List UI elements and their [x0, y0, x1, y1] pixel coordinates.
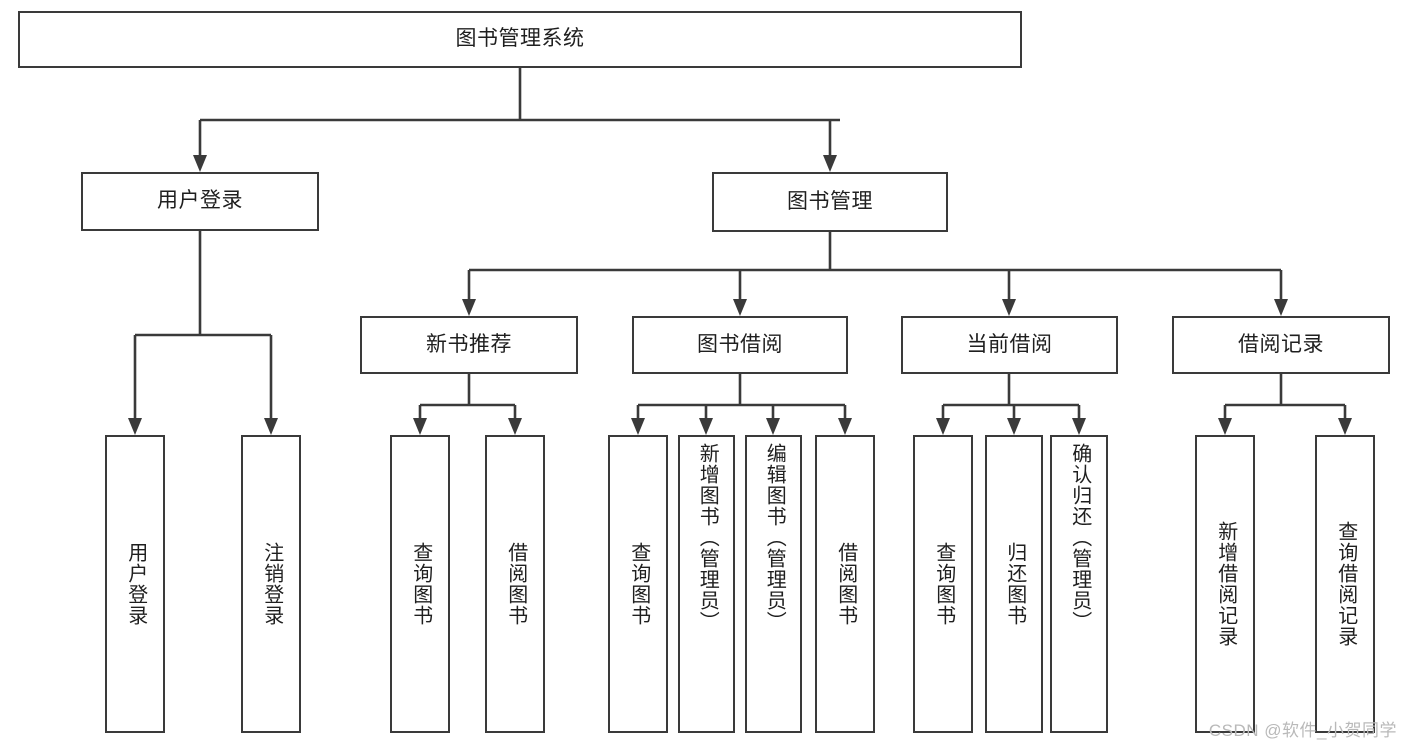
arrowhead: [128, 418, 142, 435]
node-book-manage-label: 图书管理: [787, 189, 873, 213]
node-user-login[interactable]: 用户登录: [81, 172, 319, 231]
arrowhead: [1072, 418, 1086, 435]
node-leaf-add-book-label: 新增图书（管理员）: [696, 443, 719, 632]
node-leaf-query-book-1-label: 查询图书: [409, 542, 432, 626]
node-leaf-confirm-return-label: 确认归还（管理员）: [1068, 443, 1091, 632]
node-new-book-recommend[interactable]: 新书推荐: [360, 316, 578, 374]
node-leaf-logout[interactable]: 注销登录: [241, 435, 301, 733]
node-leaf-return-book-label: 归还图书: [1003, 542, 1026, 626]
arrowhead: [193, 155, 207, 172]
node-leaf-query-book-3-label: 查询图书: [932, 542, 955, 626]
arrowhead: [462, 299, 476, 316]
node-user-login-label: 用户登录: [157, 189, 243, 213]
node-book-borrow-label: 图书借阅: [697, 332, 783, 356]
node-book-manage[interactable]: 图书管理: [712, 172, 948, 232]
node-leaf-borrow-book-1[interactable]: 借阅图书: [485, 435, 545, 733]
node-leaf-query-record-label: 查询借阅记录: [1334, 521, 1357, 647]
arrowhead: [1007, 418, 1021, 435]
node-current-borrow[interactable]: 当前借阅: [901, 316, 1118, 374]
node-leaf-borrow-book-1-label: 借阅图书: [504, 542, 527, 626]
node-new-book-recommend-label: 新书推荐: [426, 332, 512, 356]
node-leaf-user-login[interactable]: 用户登录: [105, 435, 165, 733]
node-leaf-query-book-1[interactable]: 查询图书: [390, 435, 450, 733]
arrowhead: [838, 418, 852, 435]
arrowhead: [1274, 299, 1288, 316]
arrowhead: [823, 155, 837, 172]
node-leaf-add-record[interactable]: 新增借阅记录: [1195, 435, 1255, 733]
csdn-watermark: CSDN @软件_小贺同学: [1208, 721, 1397, 740]
arrowhead: [733, 299, 747, 316]
node-borrow-record-label: 借阅记录: [1238, 332, 1324, 356]
node-leaf-return-book[interactable]: 归还图书: [985, 435, 1043, 733]
node-leaf-add-book[interactable]: 新增图书（管理员）: [678, 435, 735, 733]
node-leaf-query-book-3[interactable]: 查询图书: [913, 435, 973, 733]
node-book-borrow[interactable]: 图书借阅: [632, 316, 848, 374]
node-leaf-borrow-book-2-label: 借阅图书: [834, 542, 857, 626]
node-leaf-borrow-book-2[interactable]: 借阅图书: [815, 435, 875, 733]
arrowhead: [631, 418, 645, 435]
arrowhead: [264, 418, 278, 435]
arrowhead: [1002, 299, 1016, 316]
arrowhead: [699, 418, 713, 435]
node-leaf-edit-book[interactable]: 编辑图书（管理员）: [745, 435, 802, 733]
arrowhead: [766, 418, 780, 435]
node-borrow-record[interactable]: 借阅记录: [1172, 316, 1390, 374]
arrowhead: [1218, 418, 1232, 435]
node-leaf-query-book-2-label: 查询图书: [627, 542, 650, 626]
node-leaf-add-record-label: 新增借阅记录: [1214, 521, 1237, 647]
node-root-label: 图书管理系统: [455, 27, 585, 51]
node-leaf-confirm-return[interactable]: 确认归还（管理员）: [1050, 435, 1108, 733]
arrowhead: [936, 418, 950, 435]
node-leaf-user-login-label: 用户登录: [124, 542, 147, 626]
arrowhead: [413, 418, 427, 435]
node-leaf-edit-book-label: 编辑图书（管理员）: [763, 443, 786, 632]
node-root[interactable]: 图书管理系统: [18, 11, 1022, 68]
node-leaf-logout-label: 注销登录: [260, 542, 283, 626]
arrowhead: [508, 418, 522, 435]
node-leaf-query-book-2[interactable]: 查询图书: [608, 435, 668, 733]
node-leaf-query-record[interactable]: 查询借阅记录: [1315, 435, 1375, 733]
node-current-borrow-label: 当前借阅: [966, 332, 1053, 356]
arrowhead: [1338, 418, 1352, 435]
